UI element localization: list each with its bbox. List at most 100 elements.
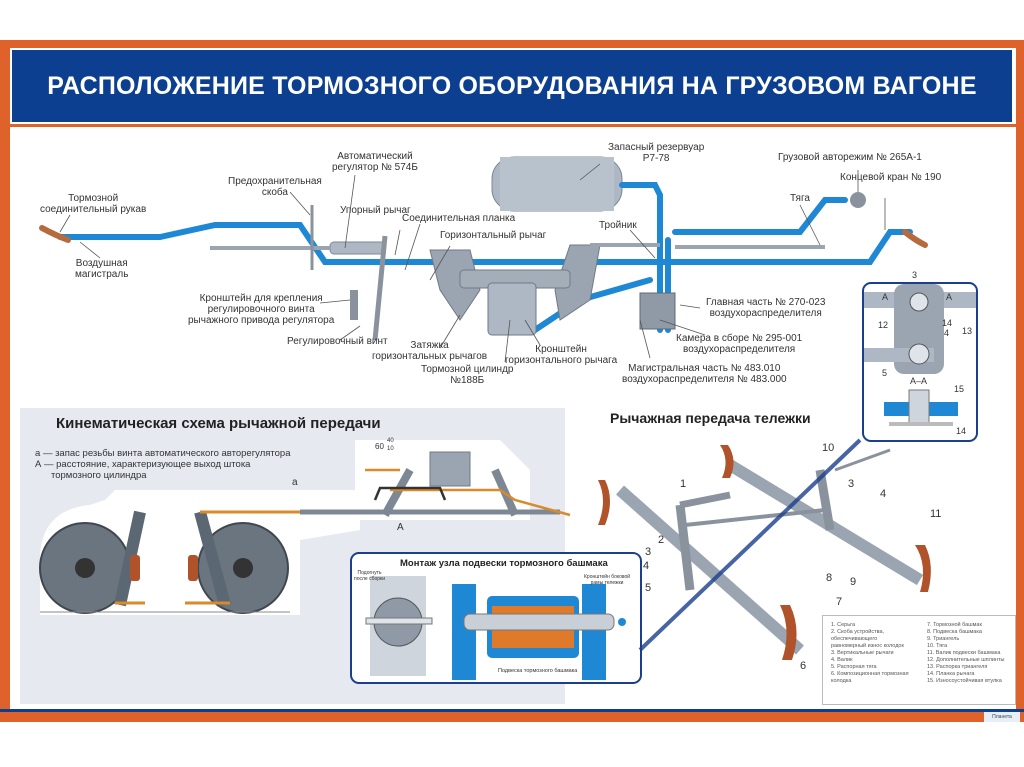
reserve-reservoir	[491, 156, 623, 212]
legend-item-A-cont: тормозного цилиндра	[51, 470, 147, 481]
bogie-callout-10: 10	[822, 442, 835, 454]
shoe-3	[780, 605, 797, 660]
kin-dim-60: 60	[375, 442, 384, 451]
axle-left	[75, 558, 95, 578]
parts-item: 14. Планка рычага	[927, 671, 975, 677]
kin-mark-a: а	[292, 477, 298, 488]
thrust-lever	[372, 235, 388, 341]
parts-list-left: 1. Серьга 2. Скоба устройства, обеспечив…	[831, 622, 909, 685]
parts-item: 8. Подвеска башмака	[927, 629, 982, 635]
parts-item: 13. Распорка триангеля	[927, 664, 988, 670]
poster-frame-bottom	[0, 712, 1024, 722]
poster-frame-top	[0, 40, 1024, 48]
brake-hose-left	[39, 225, 71, 243]
kin-black-link	[373, 486, 447, 501]
parts-item: 4. Валик	[831, 657, 853, 663]
title-banner: РАСПОЛОЖЕНИЕ ТОРМОЗНОГО ОБОРУДОВАНИЯ НА …	[12, 50, 1012, 125]
shoe-hanger-mount-box: Монтаж узла подвески тормозного башмака …	[350, 552, 642, 684]
kin-dim-40: 40	[387, 438, 394, 444]
detail-callout-15: 15	[954, 384, 965, 394]
bogie-callout-8: 8	[826, 572, 833, 584]
detail-callout-14b: 14	[956, 426, 967, 436]
bogie-title: Рычажная передача тележки	[610, 410, 811, 426]
shoe-2	[720, 445, 734, 478]
detail-callout-12: 12	[878, 320, 889, 330]
bogie-callout-2: 2	[658, 534, 665, 546]
parts-item: 6. Композиционная тормозная	[831, 671, 909, 677]
brake-hose-right	[902, 229, 928, 248]
shoe-4	[915, 545, 931, 592]
parts-list: 1. Серьга 2. Скоба устройства, обеспечив…	[822, 615, 1016, 705]
mount-title: Монтаж узла подвески тормозного башмака	[400, 558, 608, 569]
kin-rods	[365, 468, 571, 517]
vertical-lever-2	[815, 469, 835, 531]
title-underline	[10, 124, 1016, 127]
parts-item: равномерный износ колодок	[831, 643, 904, 649]
kin-dim-10: 10	[387, 446, 394, 452]
bogie-callout-5: 5	[645, 582, 652, 594]
parts-item: колодка	[831, 678, 852, 684]
detail-callout-4: 4	[944, 328, 950, 338]
poster-frame-bottom-stripe	[0, 709, 1024, 712]
brake-shoe-kin-left	[130, 555, 140, 581]
brake-cylinder	[487, 282, 537, 336]
pin-hole	[618, 618, 626, 626]
poster-title: РАСПОЛОЖЕНИЕ ТОРМОЗНОГО ОБОРУДОВАНИЯ НА …	[47, 71, 977, 100]
kin-lever-left	[381, 468, 414, 517]
parts-item: 11. Валик подвески башмака	[927, 650, 1001, 656]
label-thrust-lever: Упорный рычаг	[340, 205, 411, 216]
hanger-right	[582, 584, 606, 680]
spacer-rod	[684, 508, 826, 527]
parts-item: 9. Триангель	[927, 636, 960, 642]
detail-callout-13: 13	[962, 326, 973, 336]
poster-frame-right	[1016, 40, 1024, 720]
vertical-lever-right	[194, 510, 231, 607]
hanger-pin	[463, 613, 615, 631]
bogie-rod-10	[834, 448, 891, 472]
label-load-regulator: Грузовой авторежим № 265А-1	[778, 152, 922, 163]
mount-drawing	[365, 576, 626, 680]
label-connecting-plate: Соединительная планка	[402, 213, 516, 224]
parts-item: 5. Распорная тяга	[831, 664, 877, 670]
triangel-left	[616, 485, 804, 655]
parts-item: 15. Износоустойчивая втулка	[927, 678, 1002, 684]
bogie-callout-7: 7	[836, 596, 843, 608]
bogie-callout-4b: 4	[880, 488, 887, 500]
parts-item: 7. Тормозной башмак	[927, 622, 982, 628]
label-rod: Тяга	[790, 193, 810, 204]
mount-cotter	[365, 617, 433, 625]
bogie-callout-4: 4	[643, 560, 650, 572]
parts-item: 3. Вертикальные рычаги	[831, 650, 894, 656]
detail-inset-drawing	[864, 284, 976, 426]
vertical-lever-1	[675, 504, 695, 591]
leader-lines	[59, 163, 886, 363]
load-regulator	[850, 192, 866, 208]
shoe-1	[598, 480, 610, 525]
detail-section-label: А–А	[910, 376, 928, 386]
earring	[679, 491, 731, 509]
bogie-callout-3b: 3	[848, 478, 855, 490]
parts-item: 1. Серьга	[831, 622, 856, 628]
detail-section-a-right: А	[946, 292, 953, 302]
brake-shoe-kin-right	[188, 555, 198, 581]
label-horizontal-lever: Горизонтальный рычаг	[440, 230, 547, 241]
poster-frame-left	[0, 40, 10, 720]
kin-brake-cylinder	[429, 451, 471, 487]
